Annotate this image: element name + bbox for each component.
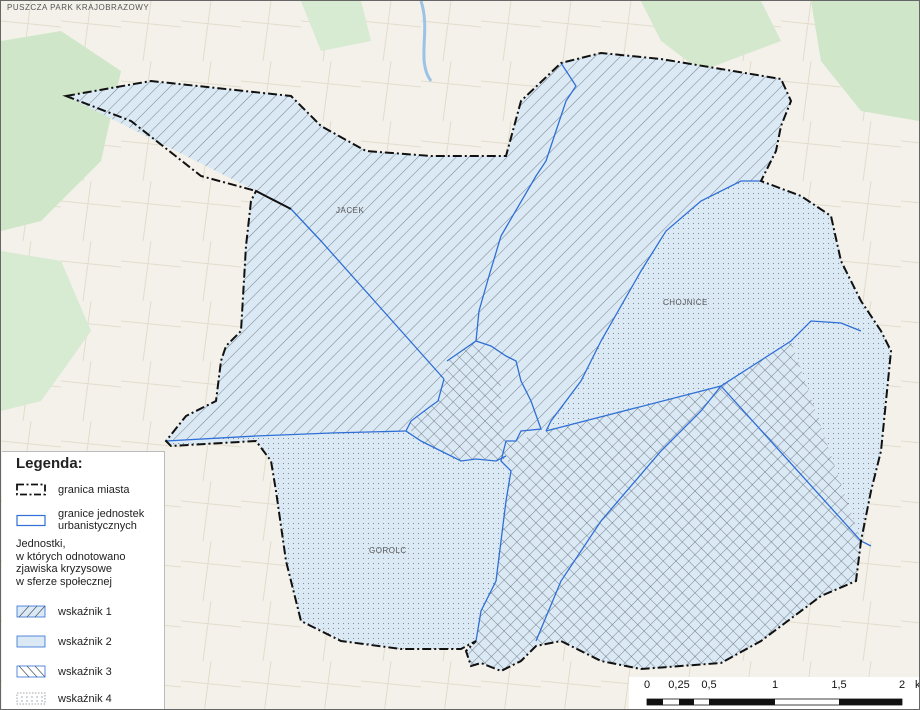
legend-note-line: w sferze społecznej xyxy=(16,575,112,588)
city-boundary-symbol xyxy=(16,483,46,496)
unit-boundary-line xyxy=(165,430,407,442)
unit-boundary-line xyxy=(405,378,507,462)
unit-boundary-line xyxy=(290,208,445,380)
forest-area xyxy=(1,251,91,411)
legend-panel: Legenda: granica miasta granice jednoste… xyxy=(2,451,165,709)
legend-note: Jednostki, w których odnotowano zjawiska… xyxy=(16,538,125,588)
legend-label-line: urbanistycznych xyxy=(58,520,137,532)
forest-area xyxy=(641,1,781,71)
legend-label: granica miasta xyxy=(58,483,130,496)
scale-bar-graphic xyxy=(646,698,903,706)
legend-item-indicator-1: wskaźnik 1 xyxy=(16,605,112,618)
unit-boundary-line xyxy=(446,340,542,642)
indicator-2-symbol xyxy=(16,635,46,648)
legend-item-city-boundary: granica miasta xyxy=(16,483,130,496)
city-boundary xyxy=(62,51,893,673)
forest-area xyxy=(1,31,121,231)
legend-note-line: w których odnotowano xyxy=(16,550,126,563)
indicator-4-symbol xyxy=(16,692,46,705)
legend-note-line: zjawiska kryzysowe xyxy=(16,563,112,575)
scale-tick-label: 0,25 xyxy=(668,679,690,691)
legend-note-line: Jednostki, xyxy=(16,538,66,550)
legend-label: granice jednostek urbanistycznych xyxy=(58,508,144,532)
place-label: CHOJNICE xyxy=(663,298,708,307)
place-label: GOROLC xyxy=(369,546,407,555)
legend-item-indicator-3: wskaźnik 3 xyxy=(16,665,112,678)
forest-area xyxy=(301,1,371,51)
city-zones xyxy=(66,53,891,671)
scale-tick-label: 2 xyxy=(898,679,906,691)
place-label: PUSZCZA PARK KRAJOBRAZOWY xyxy=(7,3,149,12)
legend-title: Legenda: xyxy=(16,455,83,472)
legend-label-line: granice jednostek xyxy=(58,508,145,520)
unit-boundary-line xyxy=(545,320,862,432)
legend-item-indicator-2: wskaźnik 2 xyxy=(16,635,112,648)
legend-label: wskaźnik 2 xyxy=(58,635,112,648)
river xyxy=(419,1,433,82)
place-label: JACEK xyxy=(336,206,364,215)
scale-tick-label: 0,5 xyxy=(701,679,717,691)
legend-label: wskaźnik 1 xyxy=(58,605,112,618)
scale-bar: 0 0,25 0,5 1 1,5 2 km xyxy=(629,677,919,709)
unit-boundary-symbol xyxy=(16,514,46,526)
indicator-1-symbol xyxy=(16,605,46,618)
scale-unit: km xyxy=(915,679,920,691)
legend-label: wskaźnik 4 xyxy=(58,692,112,705)
unit-boundary-line xyxy=(545,180,761,432)
scale-tick-label: 1,5 xyxy=(831,679,847,691)
unit-boundaries xyxy=(165,62,872,642)
forest-area xyxy=(811,1,919,121)
indicator-3-symbol xyxy=(16,665,46,678)
legend-item-indicator-4: wskaźnik 4 xyxy=(16,692,112,705)
legend-label: wskaźnik 3 xyxy=(58,665,112,678)
scale-tick-label: 1 xyxy=(771,679,779,691)
legend-item-unit-boundary: granice jednostek urbanistycznych xyxy=(16,508,144,532)
scale-tick-label: 0 xyxy=(643,679,651,691)
unit-boundary-line xyxy=(535,385,722,642)
unit-boundary-line xyxy=(475,62,577,342)
